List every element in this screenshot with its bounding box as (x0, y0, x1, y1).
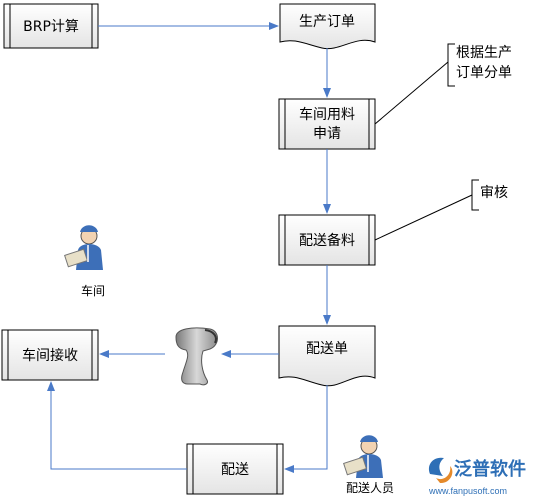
split-annotation-line-1: 根据生产 (456, 45, 512, 61)
review-annotation-label: 审核 (480, 185, 508, 201)
brp-calc-process: BRP计算 (3, 3, 99, 49)
fanpu-logo: 泛普软件 www.fanpusoft.com (428, 457, 526, 496)
arrow-note-to-delivery (284, 385, 328, 473)
logo-mark-icon (428, 457, 444, 476)
workshop-request-label-1: 车间用料 (299, 106, 355, 123)
brp-calc-label: BRP计算 (23, 19, 79, 35)
production-order-label: 生产订单 (299, 14, 355, 30)
workshop-caption: 车间 (81, 283, 105, 298)
logo-url: www.fanpusoft.com (428, 486, 507, 496)
split-annotation-line-2: 订单分单 (456, 65, 512, 81)
delivery-staff-icon (343, 435, 383, 478)
logo-name: 泛普软件 (454, 458, 526, 480)
arrow-delivery-to-receive (47, 381, 187, 470)
delivery-label: 配送 (221, 462, 249, 478)
split-order-annotation: 根据生产 订单分单 (374, 43, 512, 125)
workshop-request-label-2: 申请 (313, 126, 341, 142)
delivery-process: 配送 (186, 443, 284, 495)
delivery-staff-caption: 配送人员 (346, 480, 394, 495)
delivery-note-document: 配送单 (278, 325, 376, 387)
workshop-receive-label: 车间接收 (22, 347, 78, 364)
workshop-material-request-process: 车间用料 申请 (278, 98, 376, 150)
production-order-document: 生产订单 (279, 3, 376, 50)
workshop-worker-icon (64, 225, 103, 270)
barcode-scanner-icon (175, 327, 218, 386)
review-annotation: 审核 (374, 179, 508, 241)
workshop-receive-process: 车间接收 (1, 329, 99, 381)
delivery-note-label: 配送单 (306, 341, 348, 357)
delivery-prep-label: 配送备料 (299, 232, 355, 249)
delivery-prep-process: 配送备料 (278, 214, 376, 266)
